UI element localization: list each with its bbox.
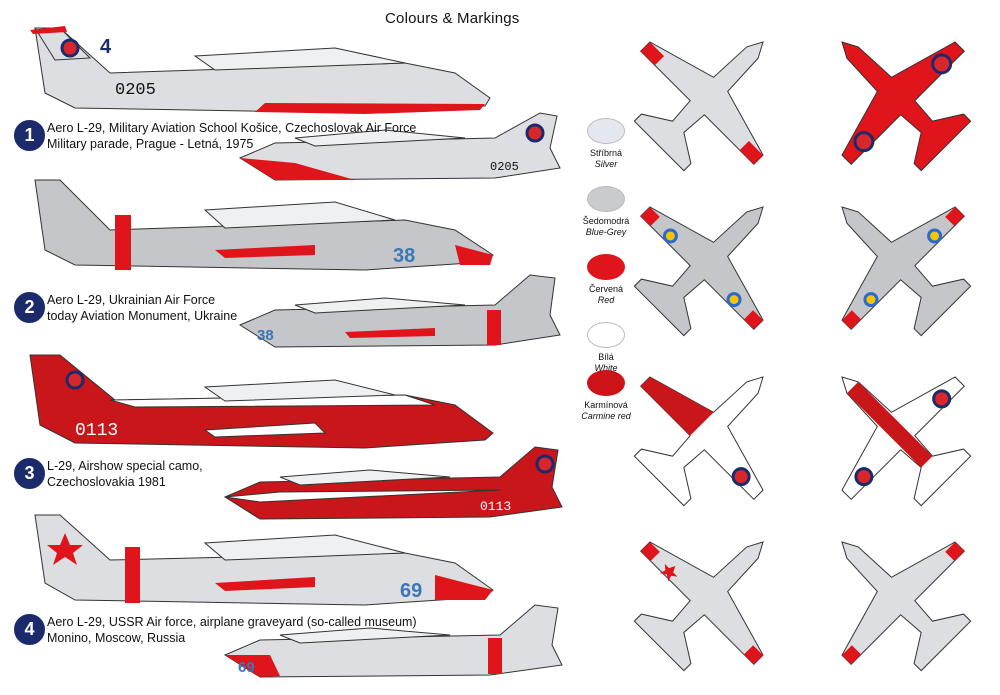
plan-4-bottom — [784, 484, 1000, 695]
fin-code: 4 — [100, 36, 112, 58]
profile-1-left: 4 0205 — [30, 26, 491, 114]
scheme-caption-line2: today Aviation Monument, Ukraine — [47, 309, 238, 323]
svg-text:69: 69 — [238, 659, 255, 676]
plan-views — [602, 0, 1000, 695]
scheme-number: 3 — [14, 458, 45, 489]
profile-1-right: 0205 — [238, 112, 561, 181]
plan-1-bottom — [784, 0, 1000, 203]
swatch-blob — [587, 118, 625, 144]
scheme-caption-line1: Aero L-29, Ukrainian Air Force — [47, 293, 216, 307]
scheme-number: 4 — [14, 614, 45, 645]
fuselage-code: 0205 — [115, 81, 156, 100]
scheme-caption-line1: L-29, Airshow special camo, — [47, 459, 203, 473]
fuselage-code: 38 — [393, 245, 415, 267]
svg-text:0113: 0113 — [480, 499, 511, 514]
svg-text:38: 38 — [257, 327, 274, 344]
profile-4-left: 69 — [34, 514, 494, 606]
profile-4-right: 69 — [223, 604, 563, 678]
scheme-caption-line2: Monino, Moscow, Russia — [47, 631, 186, 645]
svg-text:0205: 0205 — [490, 160, 519, 174]
fuselage-code: 69 — [400, 580, 422, 602]
scheme-caption-line2: Czechoslovakia 1981 — [47, 475, 166, 489]
profile-3-right: 0113 — [223, 446, 563, 520]
scheme-caption-line1: Aero L-29, Military Aviation School Koši… — [47, 121, 417, 135]
plan-4-top — [602, 484, 821, 695]
scheme-number: 2 — [14, 292, 45, 323]
plan-2-top — [602, 149, 821, 368]
swatch-blob — [587, 254, 625, 280]
swatch-blob — [587, 186, 625, 212]
swatch-blob — [587, 370, 625, 396]
plan-3-top — [602, 319, 821, 538]
scheme-caption-line1: Aero L-29, USSR Air force, airplane grav… — [47, 615, 417, 629]
fuselage-code: 0113 — [75, 421, 118, 441]
profile-2-left: 38 — [34, 179, 494, 271]
page-title: Colours & Markings — [385, 10, 520, 27]
plan-3-bottom — [784, 319, 1000, 538]
profile-3-left: 0113 — [29, 354, 494, 449]
plan-1-top — [602, 0, 821, 203]
scheme-caption-line2: Military parade, Prague - Letná, 1975 — [47, 137, 254, 151]
plan-2-bottom — [784, 149, 1000, 368]
scheme-number: 1 — [14, 120, 45, 151]
profile-2-right: 38 — [238, 274, 561, 348]
swatch-blob — [587, 322, 625, 348]
